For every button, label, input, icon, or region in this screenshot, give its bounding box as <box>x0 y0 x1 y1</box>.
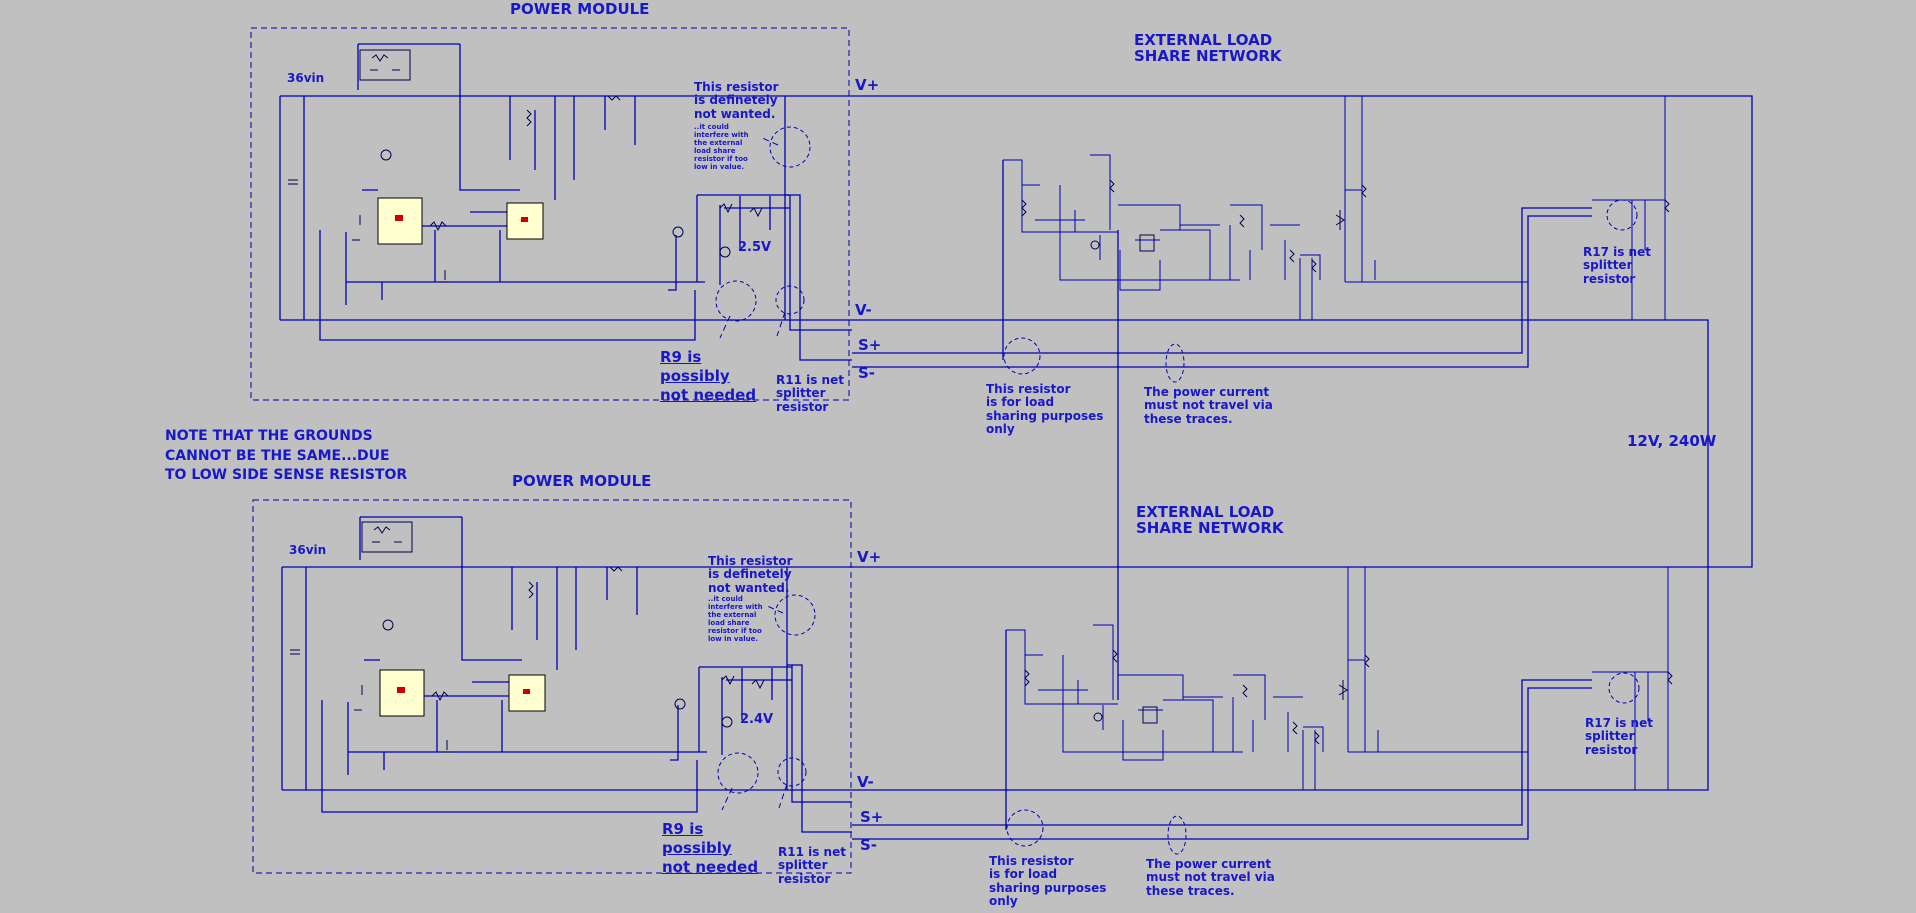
external-load-share-title: EXTERNAL LOAD SHARE NETWORK <box>1136 503 1284 537</box>
node-s-minus: S- <box>858 364 876 382</box>
r17-note: R17 is net splitter resistor <box>1585 716 1653 757</box>
resistor-warning-detail: ..it could interfere with the external l… <box>694 123 749 172</box>
power-current-note: The power current must not travel via th… <box>1146 857 1275 898</box>
top-power-module-schematic <box>250 27 852 401</box>
ic-logo-icon <box>521 217 528 222</box>
input-voltage-label: 36vin <box>287 71 325 85</box>
r9-note: R9 is possibly not needed <box>662 820 759 876</box>
load-share-resistor-note: This resistor is for load sharing purpos… <box>986 382 1104 437</box>
power-current-note: The power current must not travel via th… <box>1144 385 1273 426</box>
power-module-title: POWER MODULE <box>512 472 652 490</box>
node-v-plus: V+ <box>857 548 882 566</box>
node-v-minus: V- <box>857 773 874 791</box>
bottom-power-module-schematic <box>252 499 852 874</box>
reference-voltage-label: 2.5V <box>738 240 772 255</box>
input-voltage-label: 36vin <box>289 543 327 557</box>
r9-note: R9 is possibly not needed <box>660 348 757 404</box>
node-v-minus: V- <box>855 301 872 319</box>
r17-note: R17 is net splitter resistor <box>1583 245 1651 286</box>
r11-note: R11 is net splitter resistor <box>776 373 844 414</box>
top-load-share-network <box>1003 96 1670 383</box>
resistor-warning-note: This resistor is definetely not wanted. <box>708 554 793 595</box>
resistor-warning-note: This resistor is definetely not wanted. <box>694 80 779 121</box>
node-v-plus: V+ <box>855 76 880 94</box>
ic-logo-icon <box>395 215 403 221</box>
bottom-load-share-network <box>1006 567 1673 855</box>
ic-logo-icon <box>397 687 405 693</box>
node-s-plus: S+ <box>860 808 884 826</box>
r11-note: R11 is net splitter resistor <box>778 845 846 886</box>
resistor-warning-detail: ..it could interfere with the external l… <box>708 595 763 644</box>
node-s-plus: S+ <box>858 336 882 354</box>
power-module-title: POWER MODULE <box>510 0 650 18</box>
load-share-resistor-note: This resistor is for load sharing purpos… <box>989 854 1107 909</box>
ground-note: NOTE THAT THE GROUNDS CANNOT BE THE SAME… <box>165 428 408 484</box>
external-load-share-title: EXTERNAL LOAD SHARE NETWORK <box>1134 31 1282 65</box>
ic-logo-icon <box>523 689 530 694</box>
reference-voltage-label: 2.4V <box>740 712 774 727</box>
node-s-minus: S- <box>860 836 878 854</box>
output-rating: 12V, 240W <box>1627 432 1717 450</box>
